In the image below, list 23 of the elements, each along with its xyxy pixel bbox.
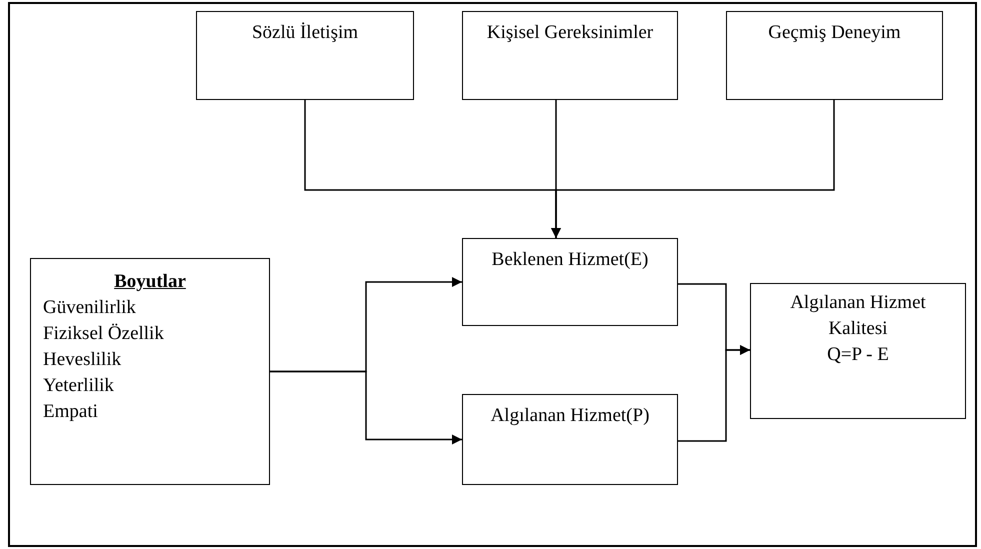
box-label: Kişisel Gereksinimler [486, 21, 654, 45]
arrow [270, 370, 462, 444]
process-box [726, 11, 943, 100]
box-label: Q=P - E [826, 343, 890, 367]
process-box [462, 394, 678, 485]
list-item: Fiziksel Özellik [43, 322, 165, 346]
list-item: Empati [43, 400, 99, 424]
process-box [750, 283, 966, 419]
list-item: Güvenilirlik [43, 296, 137, 320]
box-label: Algılanan Hizmet Kalitesi [789, 291, 927, 341]
process-box [462, 238, 678, 326]
list-item: Yeterlilik [43, 374, 115, 398]
list-item: Heveslilik [43, 348, 122, 372]
process-box [462, 11, 678, 100]
process-box [30, 258, 270, 485]
box-label: Algılanan Hizmet(P) [490, 404, 650, 428]
process-box [196, 11, 414, 100]
box-label: Beklenen Hizmet(E) [490, 248, 650, 272]
box-label: Geçmiş Deneyim [767, 21, 902, 45]
list-heading: Boyutlar [113, 270, 187, 294]
box-label: Sözlü İletişim [250, 21, 360, 45]
arrow [551, 100, 835, 238]
arrow [678, 345, 750, 442]
